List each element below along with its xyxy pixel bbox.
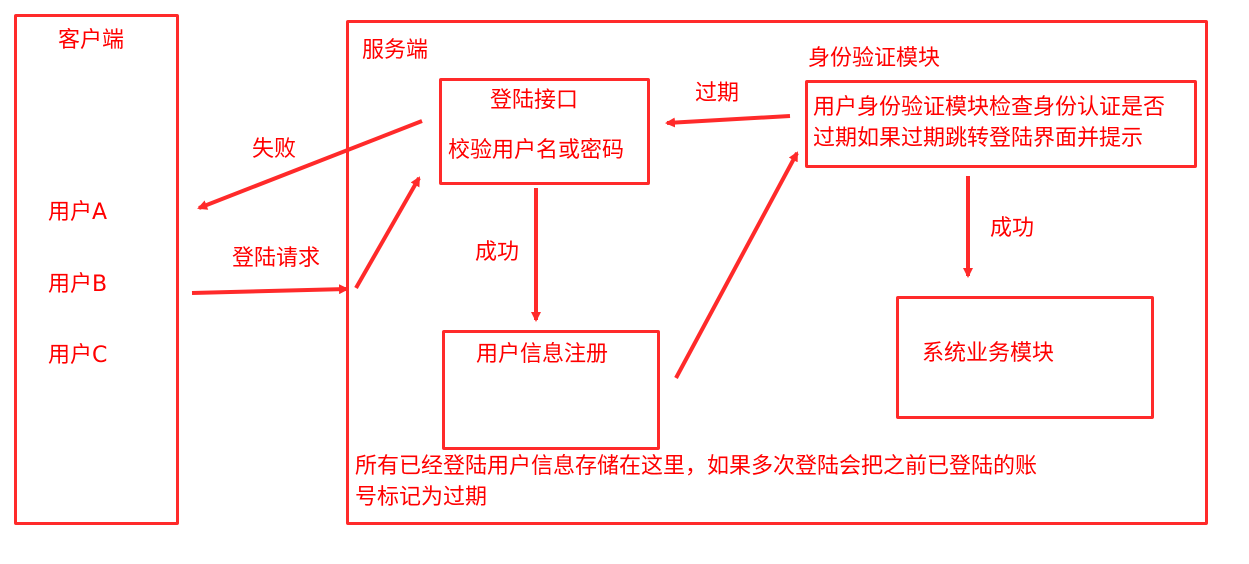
edge-label-fail: 失败 [252, 137, 297, 162]
edge-label-expired: 过期 [695, 81, 740, 106]
user-registry-title: 用户信息注册 [476, 342, 609, 367]
arrow-login-request [191, 284, 349, 295]
auth-module-line1: 用户身份验证模块检查身份认证是否 [813, 95, 1166, 120]
edge-label-login-request: 登陆请求 [232, 246, 321, 271]
business-module-title: 系统业务模块 [922, 341, 1055, 366]
user-registry-box [442, 330, 660, 450]
auth-module-line2: 过期如果过期跳转登陆界面并提示 [813, 126, 1144, 151]
storage-note-line1: 所有已经登陆用户信息存储在这里，如果多次登陆会把之前已登陆的账 [355, 454, 1038, 479]
client-user-b: 用户B [48, 272, 108, 297]
server-title: 服务端 [362, 38, 429, 63]
edge-label-success-auth: 成功 [990, 216, 1035, 241]
storage-note-line2: 号标记为过期 [355, 485, 488, 510]
auth-module-title: 身份验证模块 [808, 46, 941, 71]
client-user-c: 用户C [48, 343, 108, 368]
login-interface-subtitle: 校验用户名或密码 [448, 138, 625, 163]
client-user-a: 用户A [48, 200, 108, 225]
auth-module-box [805, 80, 1197, 168]
client-box [14, 14, 179, 525]
client-title: 客户端 [58, 28, 125, 53]
business-module-box [896, 296, 1154, 419]
login-interface-title: 登陆接口 [490, 88, 579, 113]
login-interface-box [439, 78, 650, 185]
server-box [346, 20, 1208, 525]
edge-label-success-login: 成功 [475, 240, 520, 265]
